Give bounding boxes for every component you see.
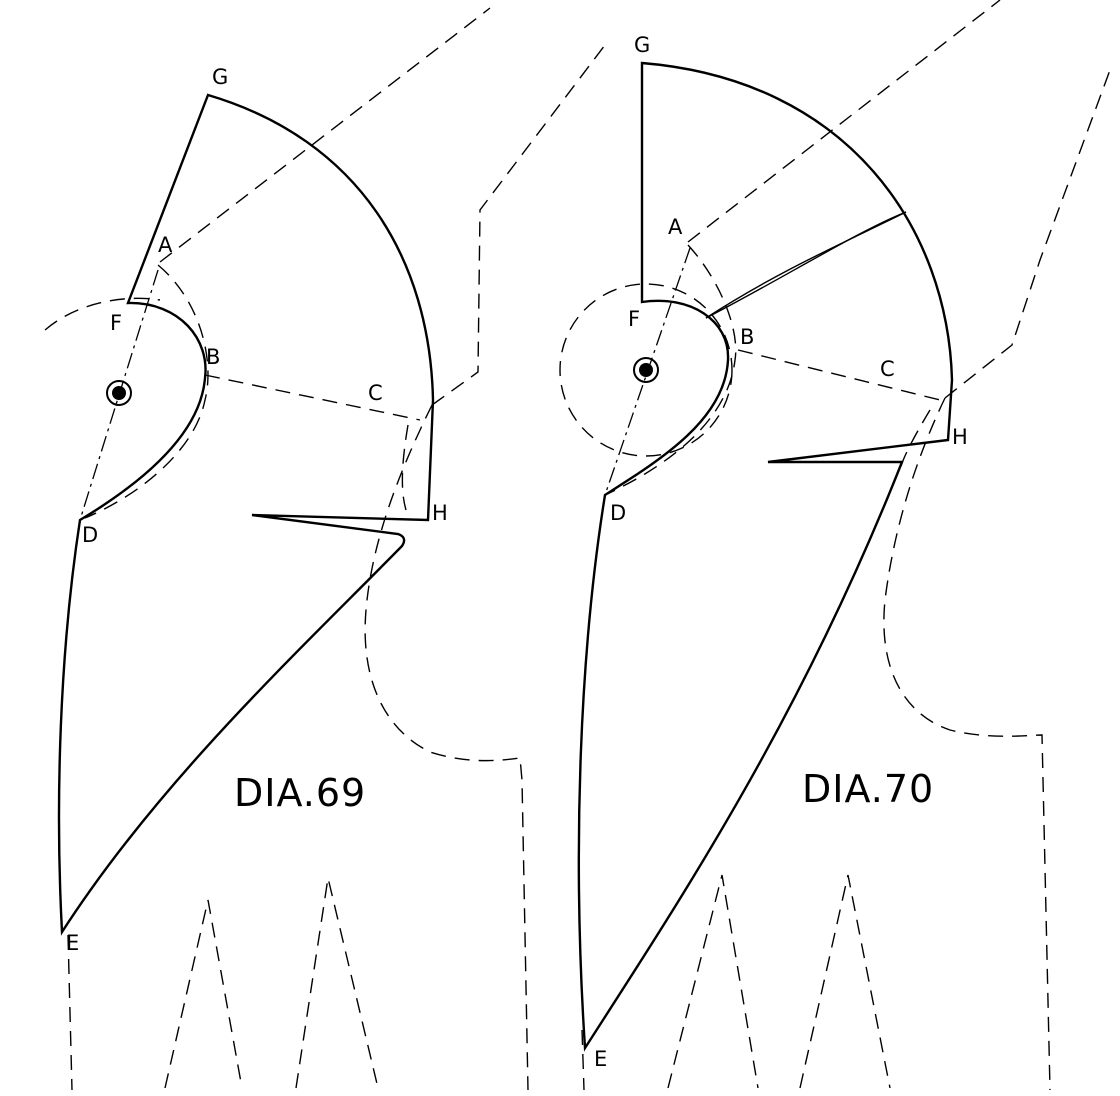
- diagram-69: G A F B C H D E DIA.69: [44, 7, 606, 1091]
- dia69-dart-1: [164, 899, 243, 1089]
- dia70-pivot-circle: [559, 283, 733, 457]
- dia70-label-B: B: [740, 325, 754, 349]
- dia70-label-C: C: [880, 357, 895, 381]
- dia69-bodice-outline: [431, 44, 606, 406]
- dia69-upper-dashed-line: [159, 7, 491, 263]
- dia69-label-A: A: [158, 233, 173, 257]
- dia69-inner-curve: [401, 424, 409, 511]
- dia70-dart-upper-line: [705, 211, 907, 319]
- dia70-label-F: F: [628, 307, 640, 331]
- dia69-title: DIA.69: [234, 771, 366, 815]
- dia70-line-B-C: [737, 349, 941, 401]
- dia69-label-C: C: [368, 381, 383, 405]
- dia69-waist-line-left: [67, 934, 73, 1091]
- dia70-dart-2: [799, 874, 891, 1089]
- dia69-armhole-dashed: [84, 264, 209, 519]
- dia70-waist-line-left: [581, 1029, 585, 1091]
- dia70-side-curve: [883, 397, 1051, 1091]
- dia70-label-H: H: [952, 425, 968, 449]
- dia70-label-E: E: [594, 1047, 607, 1071]
- dia69-label-H: H: [432, 501, 448, 525]
- diagram-70: G A F B C H D E DIA.70: [559, 0, 1111, 1091]
- dia69-label-E: E: [66, 931, 79, 955]
- dia69-side-curve: [364, 404, 529, 1091]
- dia70-armhole-dashed: [604, 244, 737, 496]
- dia70-title: DIA.70: [802, 767, 934, 811]
- dia70-pattern-outline: [577, 61, 954, 1052]
- dia69-label-B: B: [206, 345, 220, 369]
- dia69-label-D: D: [82, 523, 98, 547]
- dia69-pivot-dot: [112, 386, 126, 400]
- dia70-upper-dashed-line: [687, 0, 1001, 243]
- dia70-inner-curve: [899, 409, 931, 471]
- dia69-label-G: G: [212, 65, 228, 89]
- dia70-pivot-ring: [633, 357, 659, 383]
- dia70-dart-1: [667, 874, 759, 1089]
- dia70-bodice-outline: [944, 69, 1111, 399]
- dia70-pivot-dot: [639, 363, 653, 377]
- dia70-label-D: D: [610, 501, 626, 525]
- dia69-line-B-C: [204, 374, 421, 421]
- dia69-dart-2: [295, 877, 379, 1089]
- dia70-label-G: G: [634, 33, 650, 57]
- dia69-label-F: F: [110, 311, 122, 335]
- dia70-dart-lower-line: [705, 211, 907, 319]
- dia69-pattern-outline: [57, 93, 435, 936]
- dia69-pivot-ring: [106, 380, 132, 406]
- dia70-label-A: A: [668, 215, 683, 239]
